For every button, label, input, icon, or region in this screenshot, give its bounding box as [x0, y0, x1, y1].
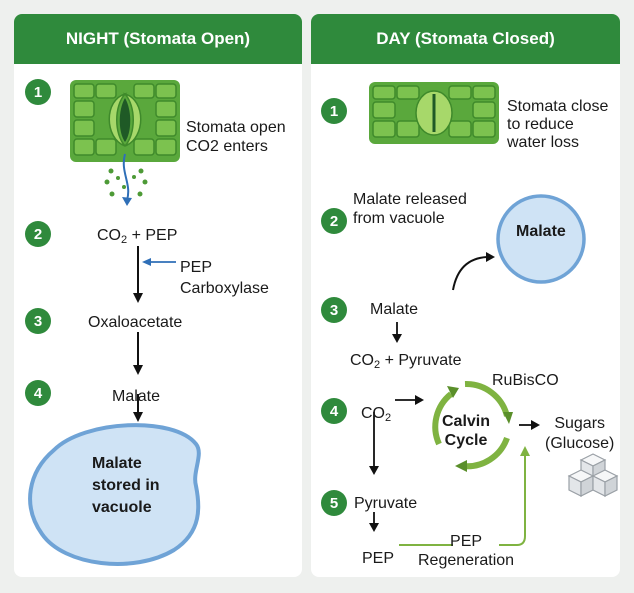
night-diagram-graphics — [28, 80, 201, 566]
pep-regeneration-label: PEP Regeneration — [418, 533, 515, 569]
day-step-badge-1: 1 — [321, 98, 347, 124]
night-vacuole-shape — [28, 423, 201, 566]
day-vacuole-shape — [496, 194, 586, 284]
step-badge-2: 2 — [25, 221, 51, 247]
leaf-closed-stoma-icon — [369, 82, 499, 144]
night-header: NIGHT (Stomata Open) — [14, 14, 302, 64]
co2-pep-label: CO2 + PEP — [97, 227, 178, 246]
day-step-badge-3: 3 — [321, 297, 347, 323]
day-step-badge-5: 5 — [321, 490, 347, 516]
sugar-cubes-icon — [567, 453, 619, 497]
pyruvate-label: Pyruvate — [354, 495, 418, 512]
co2-particles-icon — [104, 168, 148, 197]
day-co2-label: CO2 — [361, 405, 392, 424]
day-vacuole-text: Malate — [516, 223, 566, 240]
malate-released-text: Malate released from vacuole — [353, 191, 467, 227]
day-malate-label: Malate — [370, 301, 419, 318]
sugars-label: Sugars (Glucose) — [545, 415, 615, 452]
pep-carboxylase-label: PEP Carboxylase — [180, 259, 269, 297]
night-vacuole-text: Malate stored in vacuole — [92, 455, 160, 516]
day-diagram-graphics — [369, 82, 619, 546]
rubisco-label: RuBisCO — [492, 372, 559, 389]
day-step-badge-2: 2 — [321, 208, 347, 234]
day-header: DAY (Stomata Closed) — [311, 14, 620, 64]
pep-label: PEP — [362, 550, 395, 567]
co2-pyruvate-label: CO2 + Pyruvate — [350, 352, 462, 371]
night-panel: NIGHT (Stomata Open) — [14, 14, 302, 577]
step-badge-1: 1 — [25, 79, 51, 105]
leaf-open-stoma-icon — [70, 80, 180, 162]
calvin-cycle-label: Calvin Cycle — [442, 413, 491, 449]
step-badge-3: 3 — [25, 308, 51, 334]
day-step-badge-4: 4 — [321, 398, 347, 424]
step-badge-4: 4 — [25, 380, 51, 406]
oxaloacetate-label: Oxaloacetate — [88, 314, 183, 331]
malate-label: Malate — [112, 388, 161, 405]
calvin-cycle-ring-icon — [432, 380, 510, 470]
stomata-open-text: Stomata open CO2 enters — [186, 119, 286, 155]
stomata-close-text: Stomata close to reduce water loss — [507, 98, 609, 151]
day-panel: DAY (Stomata Closed) — [311, 14, 620, 577]
